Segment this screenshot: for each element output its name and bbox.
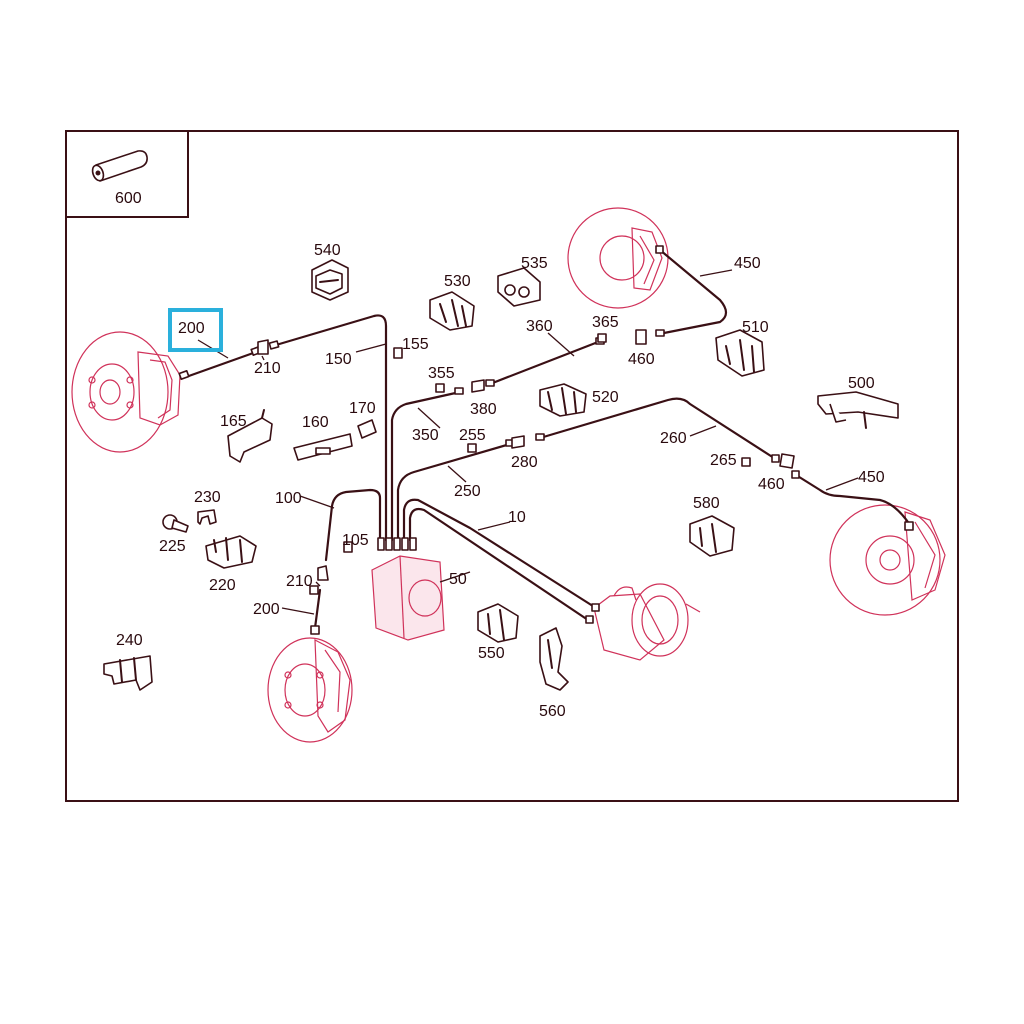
diagram-frame — [65, 130, 959, 802]
part-label-170[interactable]: 170 — [349, 400, 376, 417]
part-label-165[interactable]: 165 — [220, 413, 247, 430]
brake-lines — [184, 248, 912, 630]
part-label-450-right[interactable]: 450 — [858, 469, 885, 486]
part-label-530[interactable]: 530 — [444, 273, 471, 290]
front-right-brake-disc-icon — [567, 207, 669, 309]
clip-580-icon — [689, 515, 735, 557]
part-label-220[interactable]: 220 — [209, 577, 236, 594]
bracket-165-icon — [227, 409, 273, 463]
part-label-355[interactable]: 355 — [428, 365, 455, 382]
part-label-600[interactable]: 600 — [115, 190, 142, 207]
clip-170-icon — [357, 419, 377, 439]
part-label-10[interactable]: 10 — [508, 509, 526, 526]
clip-230-icon — [197, 509, 217, 525]
highlight-box — [168, 308, 223, 352]
clip-540-icon — [311, 259, 349, 301]
part-label-105[interactable]: 105 — [342, 532, 369, 549]
part-label-510[interactable]: 510 — [742, 319, 769, 336]
part-label-255[interactable]: 255 — [459, 427, 486, 444]
part-label-50[interactable]: 50 — [449, 571, 467, 588]
part-label-460-top[interactable]: 460 — [628, 351, 655, 368]
sleeve-icon — [91, 150, 148, 182]
bracket-500-icon — [817, 391, 899, 429]
inset-box: 600 — [66, 131, 189, 218]
part-label-200-bottom[interactable]: 200 — [253, 601, 280, 618]
brake-master-cylinder-icon — [585, 583, 701, 661]
bracket-220-icon — [205, 535, 257, 569]
part-label-210-bottom[interactable]: 210 — [286, 573, 313, 590]
bolt-icons — [257, 329, 795, 581]
part-label-225[interactable]: 225 — [159, 538, 186, 555]
part-label-580[interactable]: 580 — [693, 495, 720, 512]
part-label-535[interactable]: 535 — [521, 255, 548, 272]
part-label-365[interactable]: 365 — [592, 314, 619, 331]
part-label-240[interactable]: 240 — [116, 632, 143, 649]
clip-535-icon — [497, 267, 541, 307]
part-label-250[interactable]: 250 — [454, 483, 481, 500]
part-label-460-right[interactable]: 460 — [758, 476, 785, 493]
clip-510-icon — [715, 329, 765, 377]
clip-550-icon — [477, 603, 519, 643]
part-label-360[interactable]: 360 — [526, 318, 553, 335]
front-left-brake-disc-icon — [71, 331, 181, 453]
bracket-240-icon — [103, 655, 153, 691]
pipe-fittings — [178, 245, 914, 635]
part-label-550[interactable]: 550 — [478, 645, 505, 662]
part-label-155[interactable]: 155 — [402, 336, 429, 353]
part-label-150[interactable]: 150 — [325, 351, 352, 368]
part-label-500[interactable]: 500 — [848, 375, 875, 392]
part-label-280[interactable]: 280 — [511, 454, 538, 471]
bolt-225-icon — [162, 514, 189, 533]
part-labels: 200 210 150 155 540 530 535 360 365 460 … — [116, 242, 885, 720]
bracket-560-icon — [539, 627, 569, 691]
part-label-450-top[interactable]: 450 — [734, 255, 761, 272]
part-label-200-top[interactable]: 200 — [178, 320, 205, 337]
part-label-210-top[interactable]: 210 — [254, 360, 281, 377]
part-label-260[interactable]: 260 — [660, 430, 687, 447]
rear-left-brake-disc-icon — [267, 637, 353, 743]
abs-hydraulic-unit-icon — [371, 537, 445, 641]
part-label-265[interactable]: 265 — [710, 452, 737, 469]
clip-530-icon — [429, 291, 475, 331]
part-label-350[interactable]: 350 — [412, 427, 439, 444]
part-label-230[interactable]: 230 — [194, 489, 221, 506]
bracket-160-icon — [293, 433, 353, 461]
part-label-160[interactable]: 160 — [302, 414, 329, 431]
clip-520-icon — [539, 383, 587, 417]
part-label-380[interactable]: 380 — [470, 401, 497, 418]
part-label-520[interactable]: 520 — [592, 389, 619, 406]
part-label-540[interactable]: 540 — [314, 242, 341, 259]
part-label-100[interactable]: 100 — [275, 490, 302, 507]
rear-right-brake-disc-icon — [829, 504, 946, 616]
part-label-560[interactable]: 560 — [539, 703, 566, 720]
